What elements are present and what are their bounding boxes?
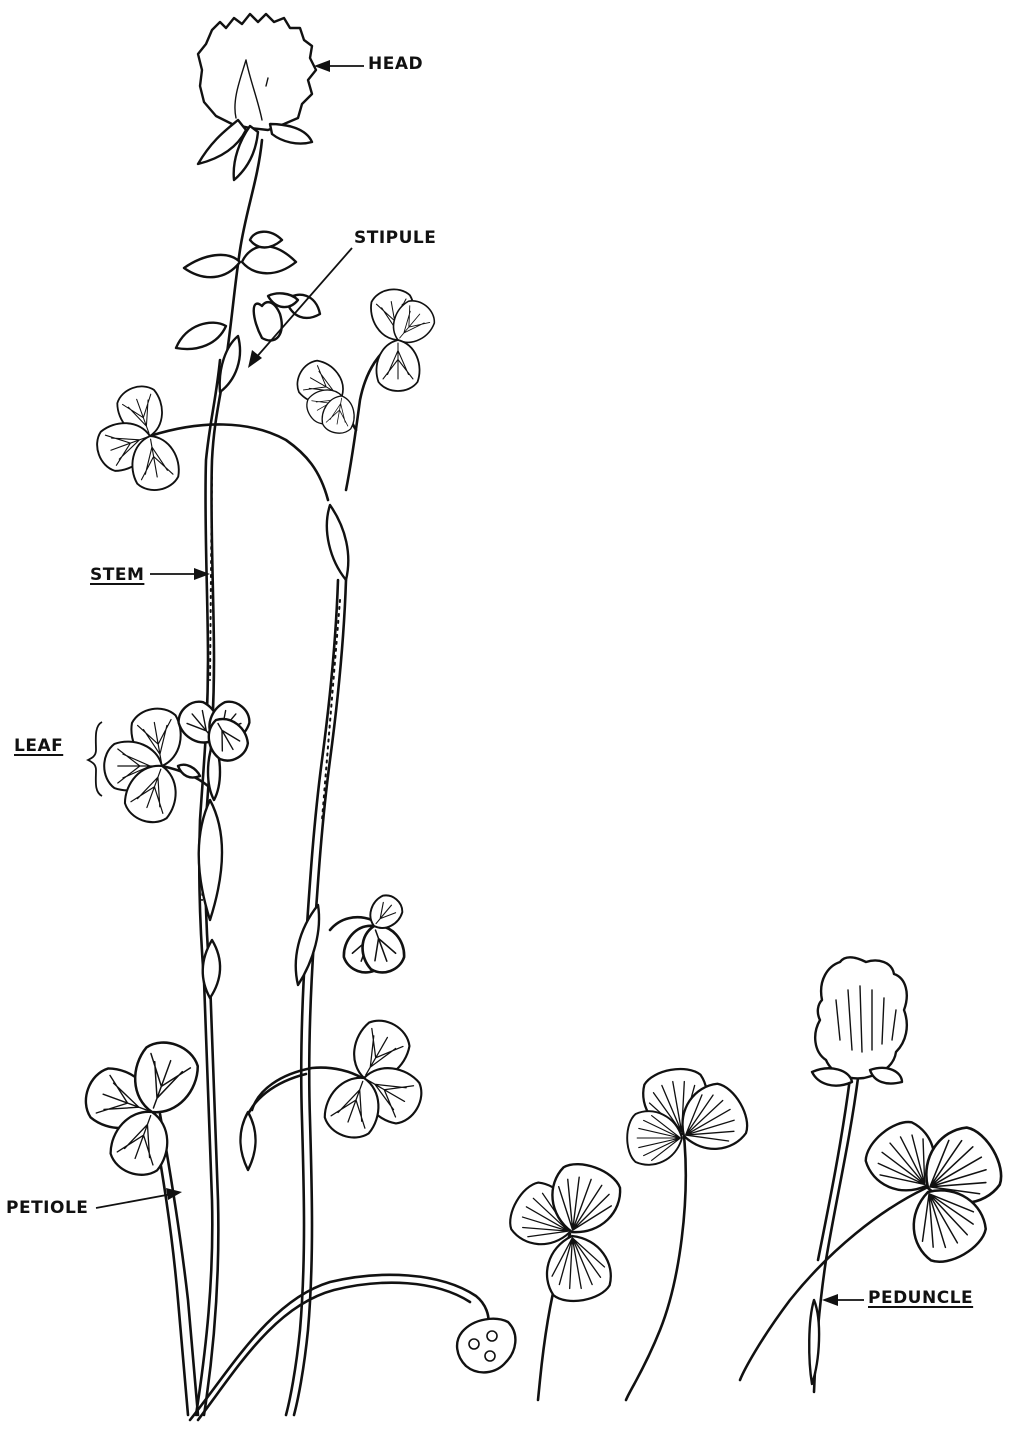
label-stem: STEM [90, 565, 144, 585]
second-stem [286, 505, 348, 1415]
lower-right-trifoliate [241, 1012, 430, 1170]
leaf-bracket [88, 722, 102, 796]
head-pointer [314, 60, 364, 72]
label-head: HEAD [368, 54, 423, 74]
peduncle-pointer [822, 1294, 864, 1306]
small-cluster-right [330, 890, 409, 978]
label-peduncle: PEDUNCLE [868, 1288, 973, 1308]
label-leaf: LEAF [14, 736, 63, 756]
clover-group-c [740, 1112, 1012, 1380]
label-stipule: STIPULE [354, 228, 436, 248]
clover-group-a [502, 1156, 627, 1400]
drooping-bud [190, 1275, 515, 1420]
stem-pointer [150, 568, 210, 580]
upper-leaflets [176, 232, 320, 392]
flower-head-top [198, 14, 316, 180]
clover-group-b [626, 1064, 756, 1400]
lower-left-trifoliate [78, 1035, 204, 1415]
petiole-pointer [96, 1188, 182, 1208]
label-petiole: PETIOLE [6, 1198, 88, 1218]
